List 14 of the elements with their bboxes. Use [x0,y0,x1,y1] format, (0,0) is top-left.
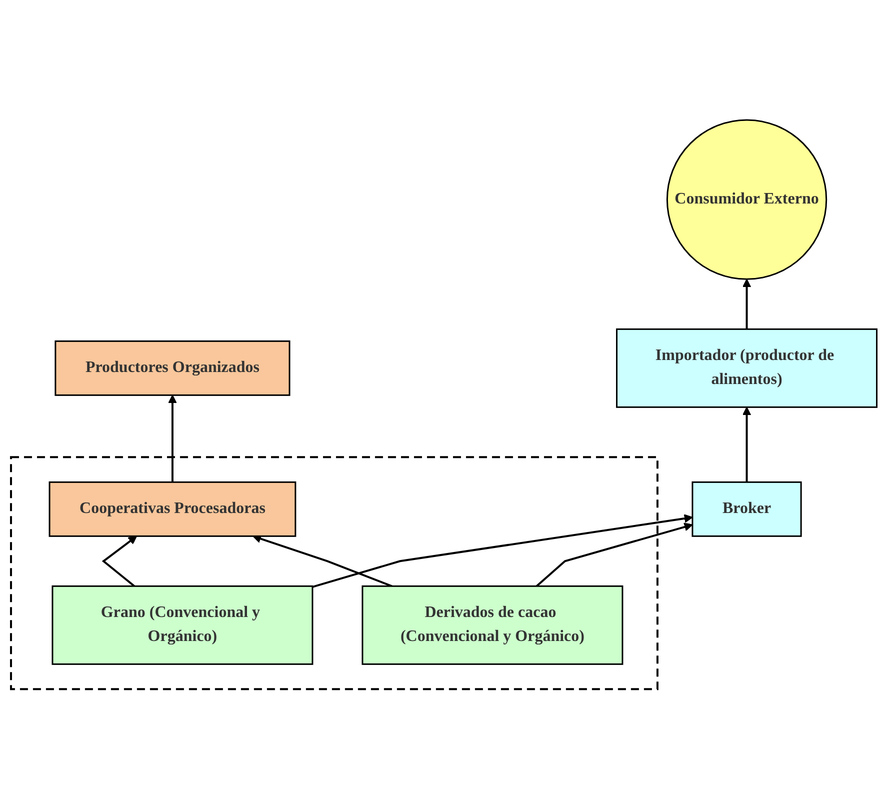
node-box: Cooperativas Procesadoras [48,482,296,538]
node-box: Broker [692,482,802,538]
node-box: Productores Organizados [54,340,290,396]
arrow [742,279,752,330]
cluster [10,456,659,691]
node-box: Importador (productor de alimentos) [616,328,878,408]
arrow [742,407,752,483]
arrow [102,536,138,588]
arrow [168,395,177,483]
node-circle: Consumidor Externo [666,120,828,280]
arrow [536,523,693,588]
node-box: Derivados de cacao (Convencional y Orgánico) [362,586,624,666]
node-box: Grano (Convencional y Orgánico) [52,586,314,666]
arrow [312,514,693,588]
